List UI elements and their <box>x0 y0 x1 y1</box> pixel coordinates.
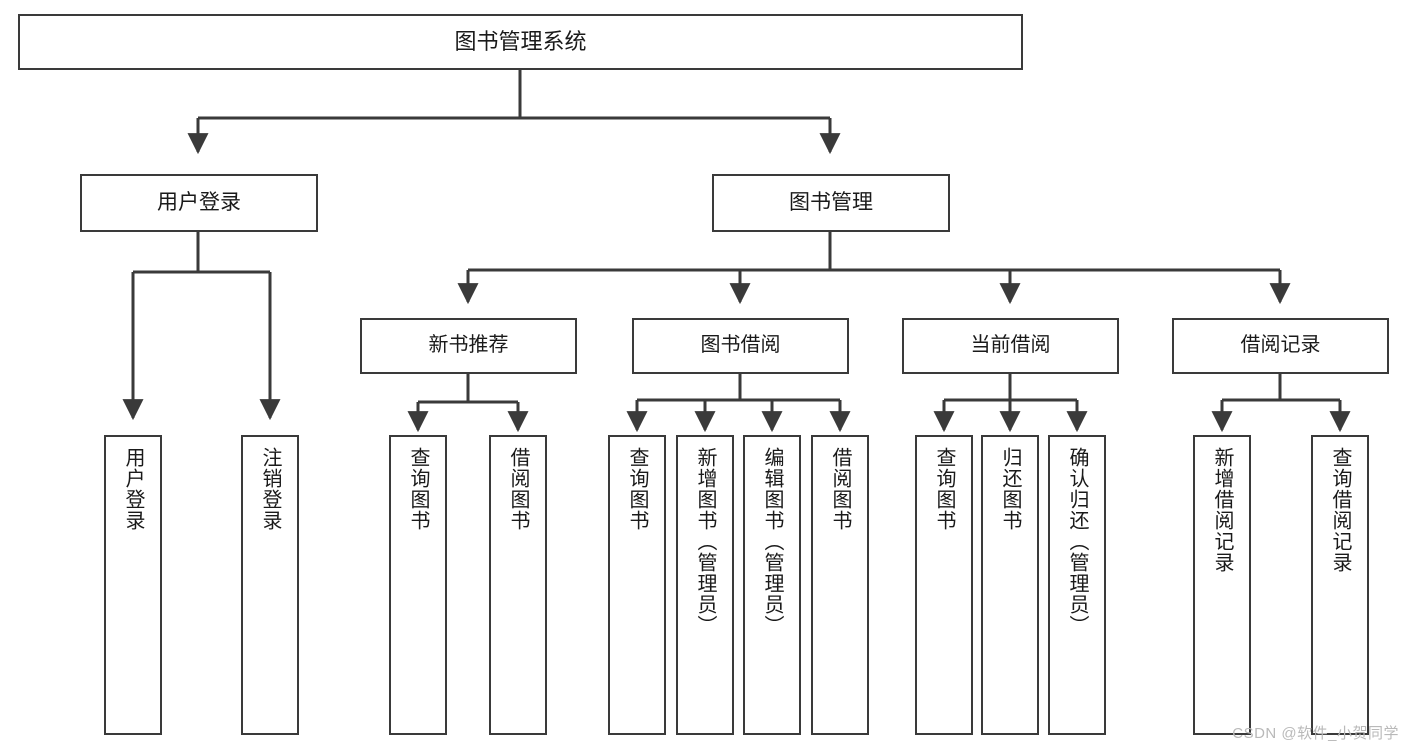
node-leaf-confirm-return-admin[interactable]: 确认归还（管理员） <box>1048 435 1106 735</box>
node-new-book-recommend[interactable]: 新书推荐 <box>360 318 577 374</box>
node-leaf-user-login[interactable]: 用户登录 <box>104 435 162 735</box>
node-leaf-query-books-borrow[interactable]: 查询图书 <box>608 435 666 735</box>
node-leaf-query-books-current-label: 查询图书 <box>933 447 955 531</box>
node-leaf-borrow-books[interactable]: 借阅图书 <box>811 435 869 735</box>
node-current-borrow-label: 当前借阅 <box>970 334 1051 357</box>
node-leaf-logout[interactable]: 注销登录 <box>241 435 299 735</box>
node-book-management-group[interactable]: 图书管理 <box>712 174 950 232</box>
node-user-login-group-label: 用户登录 <box>157 190 241 214</box>
node-current-borrow[interactable]: 当前借阅 <box>902 318 1119 374</box>
node-book-management-group-label: 图书管理 <box>789 190 873 214</box>
node-leaf-user-login-label: 用户登录 <box>122 447 144 531</box>
node-user-login-group[interactable]: 用户登录 <box>80 174 318 232</box>
node-book-borrow[interactable]: 图书借阅 <box>632 318 849 374</box>
node-leaf-query-books-current[interactable]: 查询图书 <box>915 435 973 735</box>
node-leaf-borrow-books-label: 借阅图书 <box>829 447 851 531</box>
node-leaf-add-book-admin[interactable]: 新增图书（管理员） <box>676 435 734 735</box>
node-leaf-logout-label: 注销登录 <box>259 447 281 531</box>
watermark: CSDN @软件_小贺同学 <box>1232 725 1399 742</box>
node-book-borrow-label: 图书借阅 <box>700 334 781 357</box>
node-borrow-records[interactable]: 借阅记录 <box>1172 318 1389 374</box>
node-leaf-add-borrow-record-label: 新增借阅记录 <box>1211 447 1233 573</box>
node-leaf-query-borrow-record[interactable]: 查询借阅记录 <box>1311 435 1369 735</box>
node-leaf-add-book-admin-label: 新增图书（管理员） <box>694 447 716 636</box>
node-leaf-query-books-borrow-label: 查询图书 <box>626 447 648 531</box>
node-root-label: 图书管理系统 <box>454 29 587 55</box>
node-leaf-confirm-return-admin-label: 确认归还（管理员） <box>1066 447 1088 636</box>
node-new-book-recommend-label: 新书推荐 <box>428 334 509 357</box>
node-leaf-edit-book-admin-label: 编辑图书（管理员） <box>761 447 783 636</box>
node-leaf-return-books[interactable]: 归还图书 <box>981 435 1039 735</box>
node-leaf-query-books-recommend[interactable]: 查询图书 <box>389 435 447 735</box>
node-leaf-return-books-label: 归还图书 <box>999 447 1021 531</box>
node-leaf-query-borrow-record-label: 查询借阅记录 <box>1329 447 1351 573</box>
node-leaf-query-books-recommend-label: 查询图书 <box>407 447 429 531</box>
node-root[interactable]: 图书管理系统 <box>18 14 1023 70</box>
node-leaf-edit-book-admin[interactable]: 编辑图书（管理员） <box>743 435 801 735</box>
node-borrow-records-label: 借阅记录 <box>1240 334 1321 357</box>
node-leaf-borrow-books-recommend[interactable]: 借阅图书 <box>489 435 547 735</box>
node-leaf-borrow-books-recommend-label: 借阅图书 <box>507 447 529 531</box>
node-leaf-add-borrow-record[interactable]: 新增借阅记录 <box>1193 435 1251 735</box>
